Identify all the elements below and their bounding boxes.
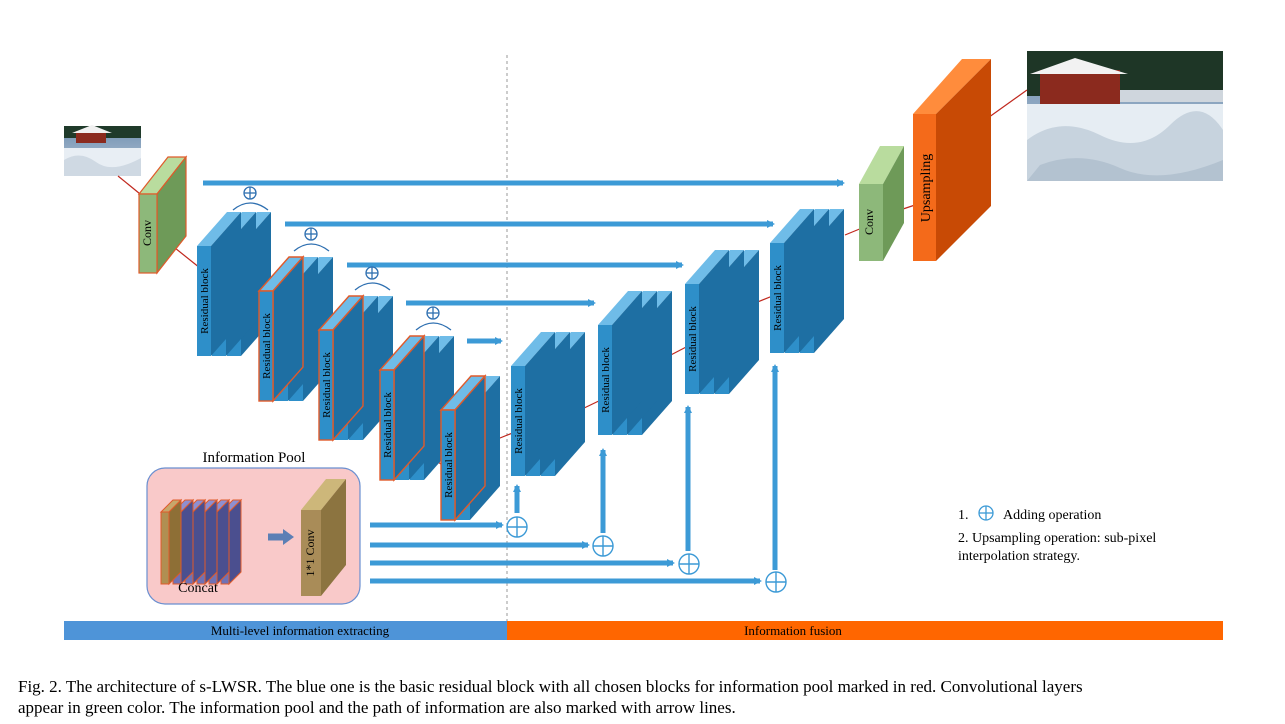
legend-item1-text: Adding operation <box>1003 508 1101 523</box>
residual-block-label: Residual block <box>321 352 333 418</box>
residual-block: Residual block <box>770 209 814 353</box>
plus-icon <box>243 186 257 200</box>
residual-block: Residual block <box>511 332 555 476</box>
residual-block: Residual block <box>317 294 365 442</box>
plus-icon <box>506 516 528 538</box>
residual-block: Residual block <box>439 374 487 522</box>
conv-1x1-label: 1*1 Conv <box>303 529 317 576</box>
residual-block-label: Residual block <box>382 392 394 458</box>
residual-block-label: Residual block <box>687 306 699 372</box>
residual-block: Residual block <box>685 250 729 394</box>
legend-item2-line1: 2. Upsampling operation: sub-pixel <box>958 531 1156 546</box>
information-pool: Information Pool Concat 1*1 Conv <box>146 450 361 605</box>
residual-block-label: Residual block <box>443 432 455 498</box>
residual-block: Residual block <box>197 212 241 356</box>
plus-icon <box>765 571 787 593</box>
output-image <box>1027 51 1223 181</box>
concat-label: Concat <box>178 581 218 596</box>
upsampling-label: Upsampling <box>919 154 934 222</box>
info-pool-title: Information Pool <box>203 450 306 466</box>
concat-plate <box>159 498 183 586</box>
legend-item1-number: 1. <box>958 508 969 523</box>
pool-arrows <box>370 521 762 585</box>
fusion-add-ops <box>506 516 787 593</box>
conv-label: Conv <box>140 220 154 246</box>
figure-caption: Fig. 2. The architecture of s-LWSR. The … <box>18 676 1268 718</box>
residual-block: Residual block <box>598 291 642 435</box>
upsampling-layer: Upsampling <box>913 59 991 261</box>
skip-arrows <box>203 179 845 345</box>
caption-line-2: appear in green color. The information p… <box>18 698 736 717</box>
plus-icon <box>426 306 440 320</box>
plus-icon <box>365 266 379 280</box>
residual-block-label: Residual block <box>772 265 784 331</box>
plus-icon <box>678 553 700 575</box>
legend: 1. Adding operation 2. Upsampling operat… <box>958 505 1156 564</box>
residual-block-label: Residual block <box>261 313 273 379</box>
conv-input-layer: Conv <box>137 155 188 275</box>
plus-icon <box>304 227 318 241</box>
bar-right-label: Information fusion <box>744 623 842 638</box>
residual-block: Residual block <box>257 255 305 403</box>
plus-icon <box>592 535 614 557</box>
fusion-up-arrows <box>513 364 779 570</box>
bottom-bar: Multi-level information extracting Infor… <box>64 621 1223 640</box>
plus-icon <box>978 505 994 521</box>
residual-block: Residual block <box>378 334 426 482</box>
legend-item2-line2: interpolation strategy. <box>958 549 1080 564</box>
residual-block-label: Residual block <box>513 388 525 454</box>
caption-line-1: Fig. 2. The architecture of s-LWSR. The … <box>18 677 1083 696</box>
conv-1x1-layer: 1*1 Conv <box>301 479 346 596</box>
conv-label: Conv <box>862 209 876 235</box>
bar-left-label: Multi-level information extracting <box>211 623 390 638</box>
residual-block-label: Residual block <box>600 347 612 413</box>
residual-block-label: Residual block <box>199 268 211 334</box>
encoder-add-ops <box>232 186 452 331</box>
input-image <box>64 125 141 176</box>
conv-output-layer: Conv <box>859 146 904 261</box>
